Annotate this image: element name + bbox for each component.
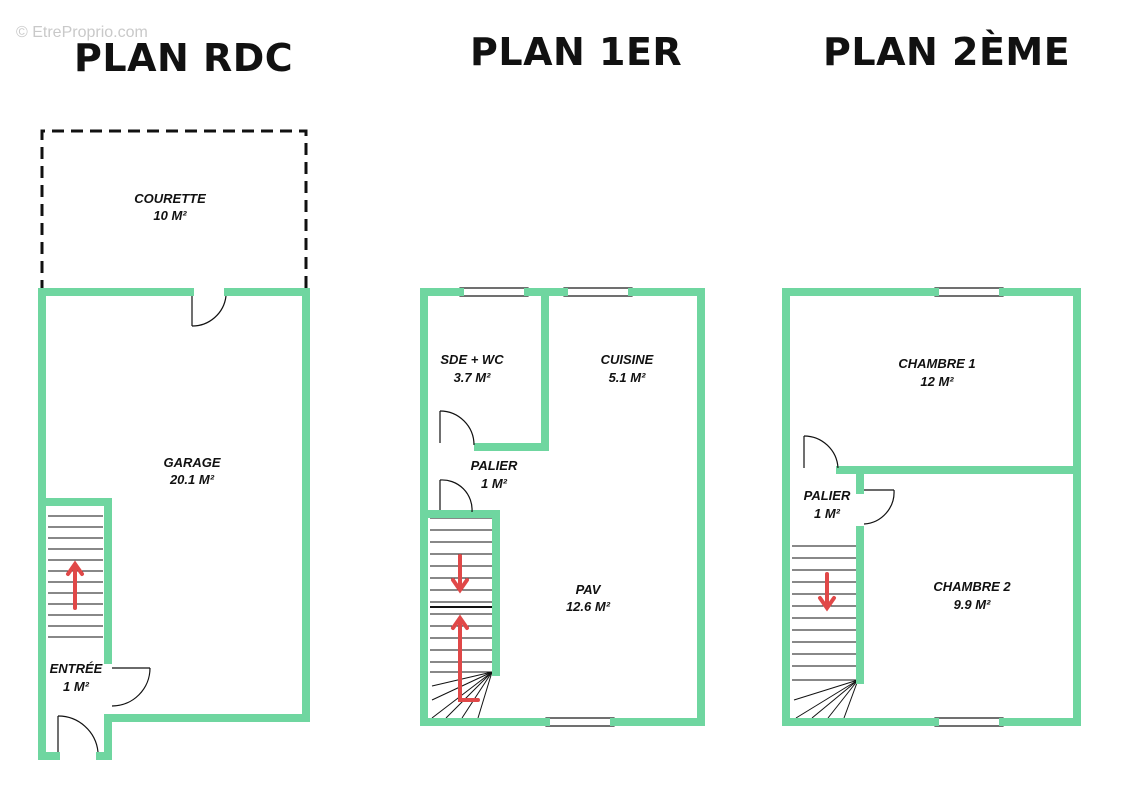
rdc-door-garage [111,667,151,707]
plan-rdc-title: PLAN RDC [74,36,294,80]
room-palier-1er-area: 1 M² [481,476,508,491]
2eme-stairs [792,545,859,719]
room-palier-2eme-name: PALIER [804,488,851,503]
2eme-door-chambre2 [863,489,895,525]
room-cuisine-area: 5.1 M² [609,370,647,385]
room-pav-area: 12.6 M² [566,599,611,614]
plan-1er: SDE + WC 3.7 M² CUISINE 5.1 M² PALIER 1 … [420,287,705,727]
courette-outline [40,129,308,292]
1er-stair-arrow-up-icon [451,614,480,702]
plan-rdc: COURETTE 10 M² GARAGE 20.1 M² ENTRÉE 1 M… [38,129,310,760]
rdc-stair-arrow-up-icon [66,560,84,610]
room-entree-area: 1 M² [63,679,90,694]
room-sde-name: SDE + WC [440,352,504,367]
room-garage-area: 20.1 M² [169,472,215,487]
1er-door-stairs [439,479,473,513]
room-chambre2-area: 9.9 M² [954,597,992,612]
room-pav-name: PAV [576,582,602,597]
room-courette-area: 10 M² [153,208,187,223]
plan-2eme-title: PLAN 2ÈME [823,30,1071,74]
plan-2eme: CHAMBRE 1 12 M² PALIER 1 M² CHAMBRE 2 9.… [782,287,1081,727]
rdc-door-courette [191,295,227,327]
rdc-door-entree [57,715,99,753]
room-palier-2eme-area: 1 M² [814,506,841,521]
room-chambre2-name: CHAMBRE 2 [933,579,1011,594]
plan-1er-title: PLAN 1ER [470,30,683,74]
room-chambre1-name: CHAMBRE 1 [898,356,975,371]
1er-walls [420,288,705,726]
room-courette-name: COURETTE [134,191,206,206]
room-palier-1er-name: PALIER [471,458,518,473]
room-garage-name: GARAGE [163,455,220,470]
room-chambre1-area: 12 M² [920,374,954,389]
rdc-walls [38,288,310,760]
2eme-door-chambre1 [803,435,839,469]
1er-door-sde [439,410,475,446]
2eme-windows [934,287,1004,727]
room-entree-name: ENTRÉE [50,661,103,676]
room-sde-area: 3.7 M² [454,370,492,385]
watermark: © EtreProprio.com [16,24,148,41]
room-cuisine-name: CUISINE [601,352,654,367]
2eme-walls [782,288,1081,726]
2eme-stair-arrow-down-icon [818,572,836,612]
1er-stair-arrow-down-icon [451,554,469,594]
